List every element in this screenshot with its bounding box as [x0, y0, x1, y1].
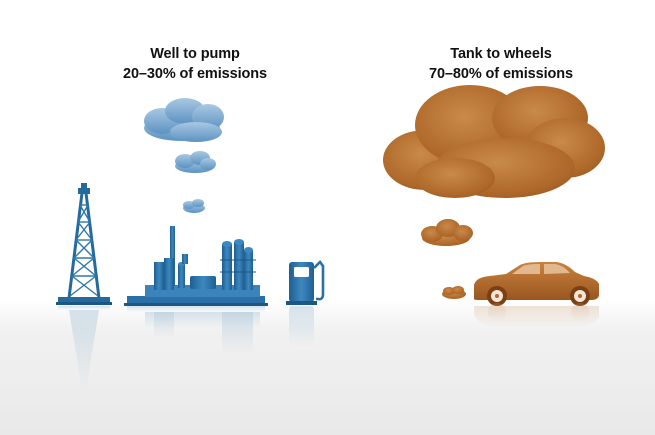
tank-to-wheels-share: 70–80% of emissions	[429, 66, 573, 82]
fuel-pump-icon	[286, 260, 325, 305]
medium-brown-cloud	[421, 219, 473, 246]
car-reflection	[474, 303, 599, 328]
car-icon	[474, 262, 599, 306]
well-to-pump-heading: Well to pump 20–30% of emissions	[85, 44, 305, 84]
tank-to-wheels-title: Tank to wheels	[450, 46, 552, 62]
oil-derrick-icon	[56, 183, 112, 305]
well-to-pump-share: 20–30% of emissions	[123, 66, 267, 82]
small-brown-cloud	[442, 286, 466, 299]
industry-reflection	[58, 306, 314, 390]
exhaust-cloud-icon	[383, 85, 605, 299]
tank-to-wheels-heading: Tank to wheels 70–80% of emissions	[391, 44, 611, 84]
medium-blue-cloud	[175, 151, 216, 173]
small-blue-cloud	[183, 199, 205, 213]
large-blue-cloud	[144, 98, 224, 142]
refinery-icon	[124, 226, 268, 306]
emission-cloud-icon	[144, 98, 224, 213]
large-brown-cloud	[383, 85, 605, 198]
well-to-pump-title: Well to pump	[150, 46, 240, 62]
